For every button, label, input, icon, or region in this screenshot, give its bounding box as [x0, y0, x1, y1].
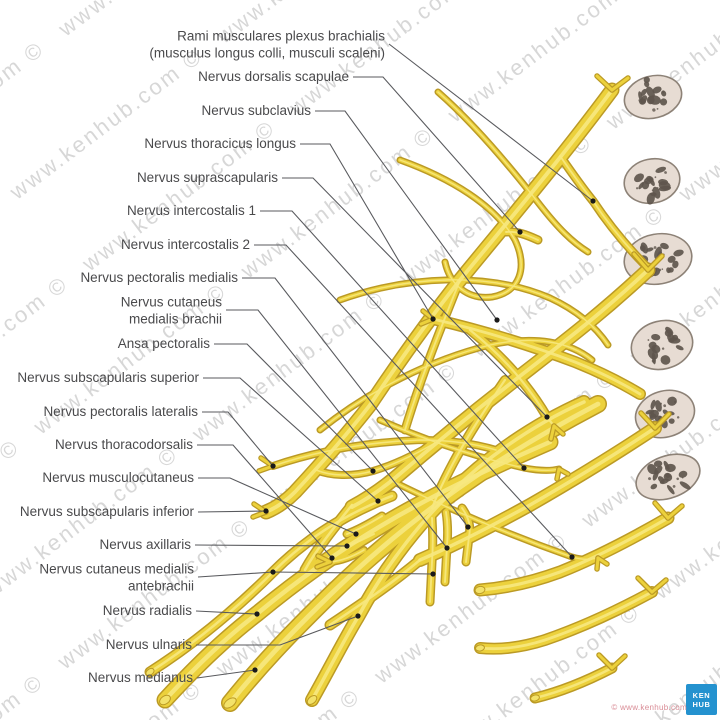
leader-line-nervus-subscapularis-superior — [203, 377, 379, 502]
leader-dot-nervus-axillaris — [344, 543, 350, 549]
rib-cross-section — [623, 157, 681, 205]
leader-dot-nervus-cutaneus-medialis-brachii — [444, 545, 450, 551]
leader-dot-nervus-subscapularis-inferior — [263, 508, 269, 514]
leader-dot-nervus-suprascapularis — [544, 414, 550, 420]
leader-line-nervus-thoracodorsalis — [197, 444, 333, 559]
leader-dot-nervus-cutaneus-medialis-antebrachii — [270, 569, 276, 575]
copyright-text: © www.kenhub.com — [611, 703, 687, 712]
kenhub-logo-line1: KEN — [692, 690, 711, 700]
leader-dot-nervus-medianus — [252, 667, 258, 673]
leader-line-nervus-thoracicus-longus — [300, 143, 434, 320]
leader-dot-nervus-pectoralis-medialis — [465, 524, 471, 530]
leader-dot-nervus-musculocutaneus — [353, 531, 359, 537]
leader-dot-rami-musculares-plexus-brachialis — [590, 198, 596, 204]
leader-line-nervus-subclavius — [315, 110, 498, 321]
leader-line-nervus-dorsalis-scapulae — [353, 76, 521, 233]
kenhub-logo[interactable]: KEN HUB — [686, 684, 717, 715]
leader-line-rami-musculares-plexus-brachialis — [388, 43, 594, 202]
leader-dot-nervus-intercostalis-2 — [569, 554, 575, 560]
leader-line-ansa-pectoralis — [214, 343, 374, 472]
leader-dot-nervus-subclavius — [494, 317, 500, 323]
leader-dot-nervus-thoracicus-longus — [430, 316, 436, 322]
leader-dot-nervus-subscapularis-superior — [375, 498, 381, 504]
leader-dot-nervus-ulnaris — [355, 613, 361, 619]
rib-cross-section — [623, 74, 683, 120]
leader-line-nervus-pectoralis-medialis — [242, 277, 469, 528]
leader-line-nervus-musculocutaneus — [198, 477, 357, 535]
leader-line-nervus-ulnaris — [196, 615, 359, 646]
leader-dot-ansa-pectoralis — [370, 468, 376, 474]
leader-dot-nervus-pectoralis-lateralis — [270, 463, 276, 469]
kenhub-logo-line2: HUB — [692, 699, 711, 709]
leader-lines — [194, 43, 596, 679]
leader-line-nervus-intercostalis-1 — [260, 210, 525, 469]
leader-line-nervus-subscapularis-inferior — [197, 510, 267, 513]
leader-dot-nervus-radialis — [254, 611, 260, 617]
leader-dot-nervus-cutaneus-medialis-antebrachii — [430, 571, 436, 577]
leader-line-nervus-suprascapularis — [282, 177, 548, 418]
leader-line-nervus-pectoralis-lateralis — [202, 411, 274, 467]
leader-dot-nervus-intercostalis-1 — [521, 465, 527, 471]
rib-cross-section — [635, 453, 701, 501]
leader-dot-nervus-thoracodorsalis — [329, 555, 335, 561]
nerve-paths — [144, 73, 685, 712]
rib-cross-section — [630, 319, 694, 371]
leader-line-nervus-intercostalis-2 — [254, 244, 573, 558]
leader-line-nervus-radialis — [195, 610, 258, 615]
leader-dot-nervus-dorsalis-scapulae — [517, 229, 523, 235]
leader-line-nervus-medianus — [196, 669, 256, 679]
leader-line-nervus-axillaris — [194, 544, 348, 547]
leader-line-nervus-cutaneus-medialis-brachii — [226, 309, 448, 549]
